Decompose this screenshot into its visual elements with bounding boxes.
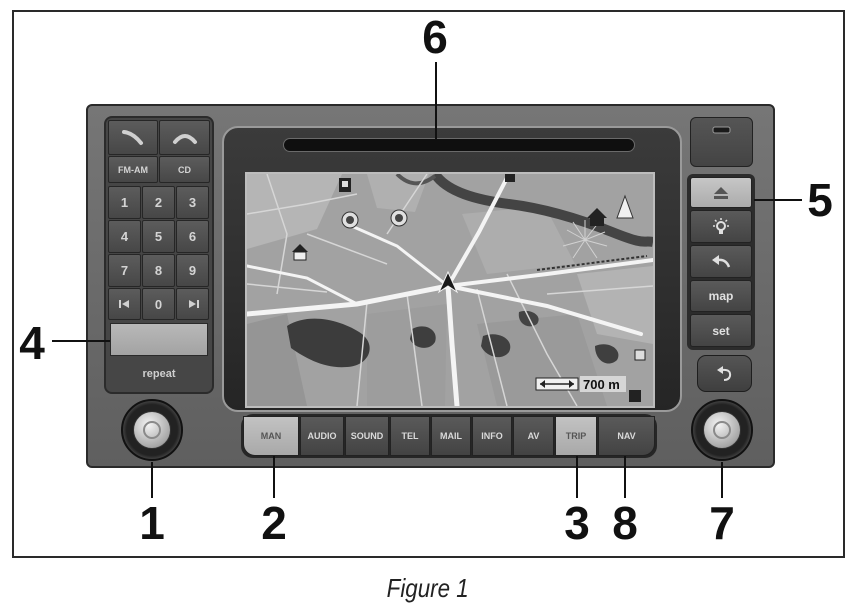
cd-button[interactable]: CD [159,156,210,183]
phone-answer-icon [122,129,143,145]
leader-line-6 [435,62,437,140]
navigation-display: 700 m [245,172,655,408]
cd-slot[interactable] [283,138,635,152]
set-button[interactable]: set [690,314,752,347]
figure-caption: Figure 1 [0,571,856,605]
poi-icon [390,209,408,227]
digit-0-button[interactable]: 0 [142,288,175,320]
map-button[interactable]: map [690,280,752,312]
leader-line-8 [624,456,626,498]
digit-3-button[interactable]: 3 [176,186,209,219]
callout-3: 3 [564,497,590,549]
leader-line-5 [754,199,802,201]
leader-line-7 [721,462,723,498]
digit-6-button[interactable]: 6 [176,220,209,253]
eject-button[interactable] [690,177,752,208]
slot-icon [712,126,731,134]
seek-forward-button[interactable] [176,288,209,320]
back-button[interactable] [690,245,752,278]
audio-button[interactable]: AUDIO [300,416,344,456]
navigation-map: 700 m [247,174,653,406]
river [395,174,653,247]
poi-building-icon [587,208,607,226]
digit-5-button[interactable]: 5 [142,220,175,253]
mail-button[interactable]: MAIL [431,416,471,456]
figure-frame [12,10,845,558]
info-button[interactable]: INFO [472,416,512,456]
light-button[interactable] [690,210,752,243]
map-status-icon [629,390,641,402]
main-roads [247,174,653,406]
trip-button[interactable]: TRIP [555,416,597,456]
return-button[interactable] [697,355,752,392]
scale-bar-icon [535,377,579,391]
callout-4: 4 [19,317,45,369]
tel-button[interactable]: TEL [390,416,430,456]
scale-label-background [580,376,626,392]
fm-am-button[interactable]: FM-AM [108,156,158,183]
left-rotary-knob[interactable] [121,399,183,461]
phone-hangup-icon [172,133,197,144]
right-rotary-knob[interactable] [691,399,753,461]
digit-1-button[interactable]: 1 [108,186,141,219]
seek-back-button[interactable] [108,288,141,320]
rotary-knob-icon [133,411,171,449]
knob-ring [143,421,161,439]
light-icon [713,217,729,234]
rotary-knob-icon [703,411,741,449]
digit-8-button[interactable]: 8 [142,254,175,287]
digit-7-button[interactable]: 7 [108,254,141,287]
leader-line-4 [52,340,110,342]
callout-7: 7 [709,497,735,549]
callout-8: 8 [612,497,638,549]
seek-forward-icon [188,300,199,308]
return-icon [716,365,731,381]
vehicle-position-icon [437,270,459,294]
sound-button[interactable]: SOUND [345,416,389,456]
callout-6: 6 [422,11,448,63]
leader-line-3 [576,456,578,498]
poi-house-icon [292,244,308,261]
av-button[interactable]: AV [513,416,554,456]
lakes [287,310,619,368]
north-arrow-icon [616,194,634,219]
repeat-label: repeat [142,368,176,380]
top-right-button[interactable] [690,117,753,167]
poi-icon [634,349,646,361]
callout-5: 5 [807,174,833,226]
map-scale-label: 700 m [583,377,620,392]
poi-icon [339,178,351,192]
figure-caption-text: Figure 1 [386,573,470,603]
seek-back-icon [118,300,129,308]
poi-icon [341,211,359,229]
digit-9-button[interactable]: 9 [176,254,209,287]
callout-1: 1 [139,497,165,549]
nav-button[interactable]: NAV [598,416,655,456]
poi-icon [505,174,515,182]
leader-line-2 [273,456,275,498]
phone-hangup-button[interactable] [159,120,210,155]
leader-line-1 [151,462,153,498]
knob-ring [713,421,731,439]
railway [536,255,648,271]
back-arrow-icon [712,254,731,267]
blank-function-button[interactable] [110,323,208,356]
man-button[interactable]: MAN [243,416,299,456]
digit-4-button[interactable]: 4 [108,220,141,253]
callout-2: 2 [261,497,287,549]
eject-icon [714,186,728,199]
digit-2-button[interactable]: 2 [142,186,175,219]
phone-answer-button[interactable] [108,120,158,155]
